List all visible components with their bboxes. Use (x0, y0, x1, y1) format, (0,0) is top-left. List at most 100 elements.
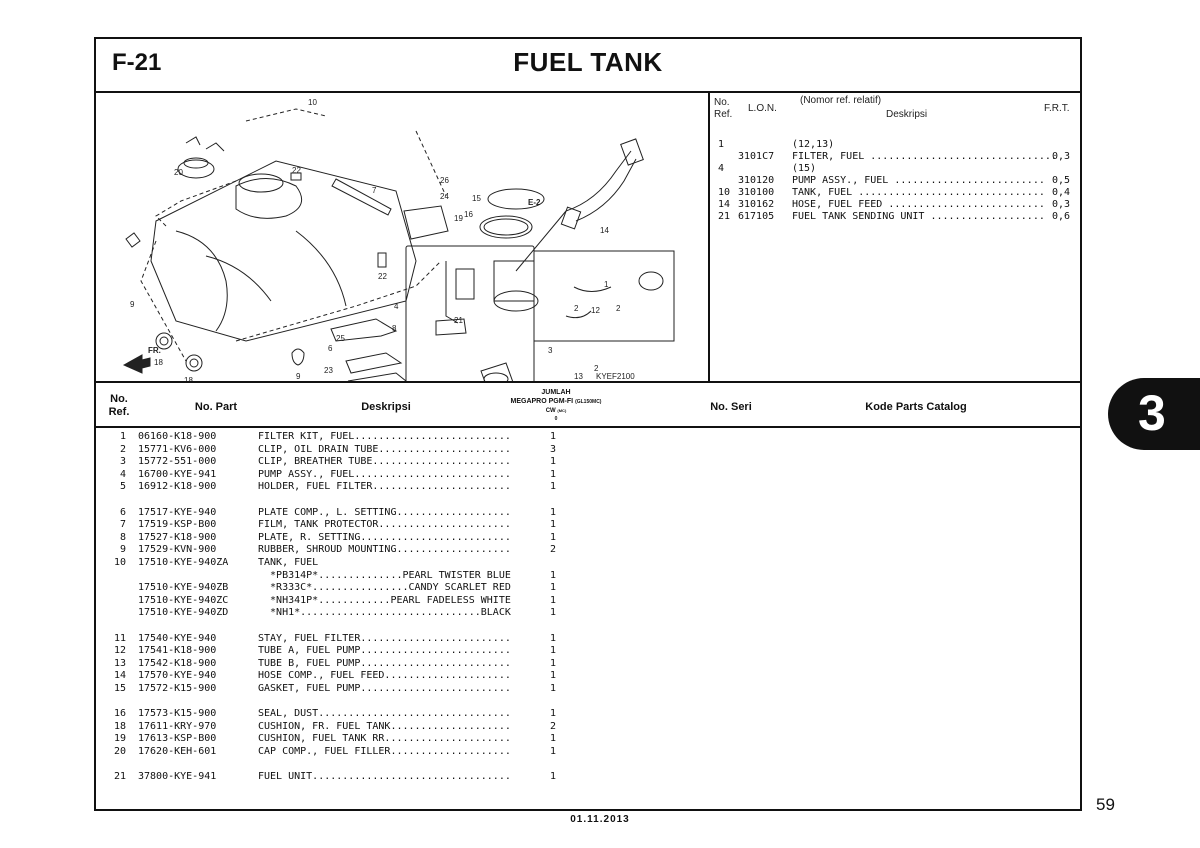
catalog-frame: F-21 FUEL TANK (94, 37, 1082, 811)
lon-header-no: No. (714, 97, 730, 108)
lon-header-ref: Ref. (714, 109, 733, 120)
callout-number: 15 (472, 194, 481, 203)
callout-number: 21 (454, 316, 463, 325)
section-code: F-21 (112, 49, 162, 76)
lon-no: 14 (718, 199, 731, 210)
part-qty: 1 (550, 771, 557, 783)
part-desc: *NH341P*............PEARL FADELESS WHITE (258, 594, 511, 606)
part-qty: 1 (550, 594, 557, 606)
part-ref-no: 18 (113, 720, 126, 732)
callout-number: 2 (616, 304, 621, 313)
part-ref-no: 7 (119, 519, 126, 531)
parts-row: 17510-KYE-940ZC *NH341P*............PEAR… (96, 595, 696, 608)
callout-number: 16 (464, 210, 473, 219)
parts-row: 17510-KYE-940ZD *NH1*...................… (96, 607, 696, 620)
header-part: No. Part (194, 401, 238, 413)
part-number: 17541-K18-900 (138, 645, 217, 657)
part-qty: 1 (550, 481, 557, 493)
part-qty: 1 (550, 456, 557, 468)
part-ref-no: 11 (113, 632, 126, 644)
part-ref-no: 21 (113, 771, 126, 783)
part-qty: 1 (550, 607, 557, 619)
lon-frt: 0,4 (1052, 187, 1071, 198)
part-desc: TUBE B, FUEL PUMP.......................… (258, 657, 511, 669)
part-qty: 1 (550, 632, 557, 644)
part-qty: 3 (550, 443, 557, 455)
part-desc: CLIP, BREATHER TUBE.....................… (258, 456, 511, 468)
part-qty: 1 (550, 645, 557, 657)
reference-label: E-2 (528, 198, 541, 207)
part-qty: 1 (550, 531, 557, 543)
part-number: 17510-KYE-940ZA (138, 556, 229, 568)
lon-header-lon: L.O.N. (748, 103, 777, 114)
parts-row: 12 17541-K18-900 TUBE A, FUEL PUMP........… (96, 645, 696, 658)
part-number: 17510-KYE-940ZD (138, 607, 229, 619)
part-desc: CUSHION, FR. FUEL TANK..................… (258, 720, 511, 732)
header-no: No. (110, 393, 128, 405)
lon-code: 617105 (738, 211, 775, 222)
part-qty: 2 (550, 720, 557, 732)
callout-number: 22 (378, 272, 387, 281)
part-desc: *NH1*..............................BLACK (258, 607, 511, 619)
part-number: 17620-KEH-601 (138, 745, 217, 757)
lon-no: 21 (718, 211, 731, 222)
part-desc: FILTER KIT, FUEL........................… (258, 431, 511, 442)
lon-no: 4 (718, 163, 725, 174)
page-header: F-21 FUEL TANK (96, 39, 1080, 93)
header-seri: No. Seri (710, 401, 752, 413)
part-desc: TANK, FUEL (258, 556, 319, 568)
part-number: 17572-K15-900 (138, 682, 217, 694)
callout-number: 18 (154, 358, 163, 367)
part-ref-no: 20 (113, 745, 126, 757)
part-desc: RUBBER, SHROUD MOUNTING.................… (258, 544, 511, 556)
part-ref-no: 4 (119, 468, 126, 480)
row-spacer (96, 758, 696, 771)
lon-row: 4(15) (718, 163, 1072, 175)
part-ref-no: 12 (113, 645, 126, 657)
lon-row: 1(12,13) (718, 139, 1072, 151)
callout-number: 25 (336, 334, 345, 343)
part-ref-no: 8 (119, 531, 126, 543)
lon-header-nomor: (Nomor ref. relatif) (800, 95, 882, 106)
callout-number: 9 (130, 300, 135, 309)
callout-number: 3 (548, 346, 553, 355)
part-number: 17611-KRY-970 (138, 720, 217, 732)
callout-number: 1 (604, 280, 609, 289)
part-number: 17570-KYE-940 (138, 670, 217, 682)
callout-number: 6 (328, 344, 333, 353)
part-desc: TUBE A, FUEL PUMP.......................… (258, 645, 511, 657)
parts-row: 17510-KYE-940ZB *R333C*................C… (96, 582, 696, 595)
part-ref-no: 2 (119, 443, 126, 455)
part-desc: CLIP, OIL DRAIN TUBE....................… (258, 443, 511, 455)
callout-number: 14 (600, 226, 609, 235)
callout-number: 10 (308, 98, 317, 107)
lon-no: 1 (718, 139, 725, 150)
row-spacer (96, 695, 696, 708)
callout-number: 2 (574, 304, 579, 313)
part-number: 16700-KYE-941 (138, 468, 217, 480)
callout-number: 2 (594, 364, 599, 373)
part-number: 17517-KYE-940 (138, 506, 217, 518)
callout-number: 24 (440, 192, 449, 201)
footer-date: 01.11.2013 (570, 814, 630, 825)
lon-no: 10 (718, 187, 731, 198)
parts-row: 18 17611-KRY-970 CUSHION, FR. FUEL TANK...… (96, 721, 696, 734)
part-desc: CUSHION, FUEL TANK RR...................… (258, 733, 511, 745)
lon-desc: FUEL TANK SENDING UNIT .................… (792, 211, 1045, 222)
part-ref-no: 14 (113, 670, 126, 682)
row-spacer (96, 620, 696, 633)
part-qty: 1 (550, 745, 557, 757)
part-number: 17527-K18-900 (138, 531, 217, 543)
